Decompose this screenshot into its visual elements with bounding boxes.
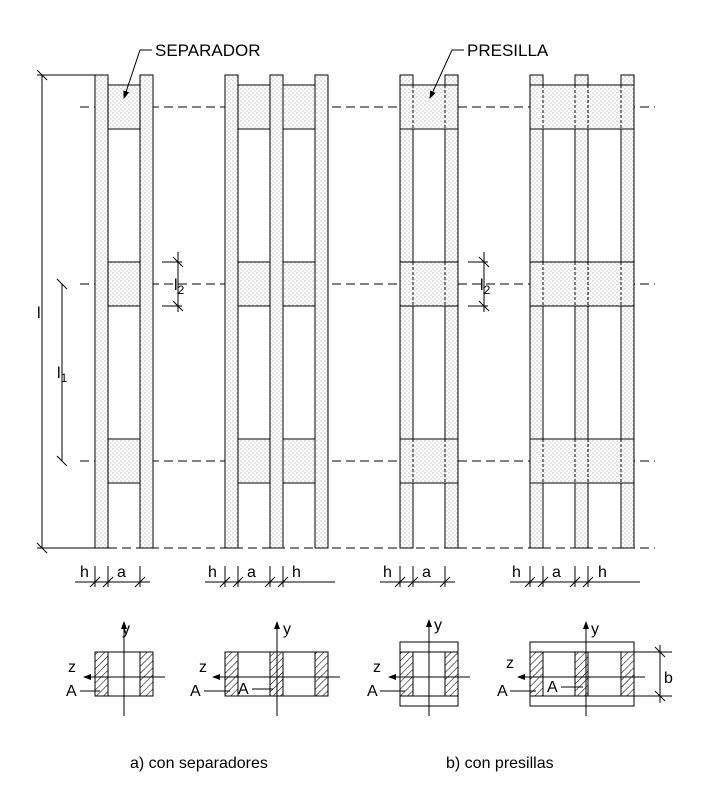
dim-h-label-1: h <box>80 564 89 581</box>
area-A-label-6: A <box>547 679 558 696</box>
area-A-label-4: A <box>367 683 378 700</box>
tie-length-label-separators: l2 <box>174 277 185 297</box>
dim-b-label: b <box>664 670 673 687</box>
tie-length-dimension-separators <box>162 252 184 312</box>
area-A-label-5: A <box>497 683 508 700</box>
cross-section-two-chords-separators <box>83 621 165 716</box>
dim-a-label-1: a <box>117 564 126 581</box>
dim-a-label-2: a <box>247 564 256 581</box>
axis-y-label-2: y <box>283 621 291 638</box>
column-elevation-three-chords-separators <box>224 74 329 549</box>
dim-a-label-3: a <box>422 564 431 581</box>
axis-y-label-4: y <box>591 621 599 638</box>
total-length-label: l <box>37 305 41 322</box>
dim-h-label-3: h <box>292 564 301 581</box>
area-A-label-3: A <box>238 681 249 698</box>
panel-length-dimension <box>56 278 68 467</box>
callout-leaders <box>123 49 464 99</box>
caption-separators: a) con separadores <box>130 755 268 772</box>
bottom-width-dimensions <box>75 566 640 588</box>
dim-h-label-4: h <box>383 564 392 581</box>
axis-z-label-2: z <box>199 659 207 676</box>
dim-h-label-2: h <box>208 564 217 581</box>
axis-z-label-3: z <box>373 659 381 676</box>
area-A-label-1: A <box>66 683 77 700</box>
panel-length-label: l1 <box>57 365 68 385</box>
caption-battens: b) con presillas <box>446 755 554 772</box>
axis-y-label-3: y <box>434 617 442 634</box>
tie-length-label-battens: l2 <box>480 277 491 297</box>
dim-a-label-4: a <box>552 564 561 581</box>
column-elevation-two-chords-separators <box>94 74 154 549</box>
cross-section-two-chords-battens <box>388 619 470 716</box>
axis-z-label-4: z <box>506 655 514 672</box>
cross-section-three-chords-separators <box>212 621 340 716</box>
total-length-dimension <box>36 69 95 554</box>
column-elevation-two-chords-battens <box>399 74 459 549</box>
axis-y-label-1: y <box>122 621 130 638</box>
separator-callout-label: SEPARADOR <box>155 41 261 60</box>
tie-length-dimension-battens <box>468 252 490 312</box>
area-A-label-2: A <box>190 683 201 700</box>
dim-h-label-6: h <box>598 564 607 581</box>
dim-h-label-5: h <box>512 564 521 581</box>
cross-section-three-chords-battens <box>517 621 672 716</box>
column-elevation-three-chords-battens <box>529 74 635 549</box>
axis-z-label-1: z <box>68 659 76 676</box>
batten-callout-label: PRESILLA <box>467 41 549 60</box>
